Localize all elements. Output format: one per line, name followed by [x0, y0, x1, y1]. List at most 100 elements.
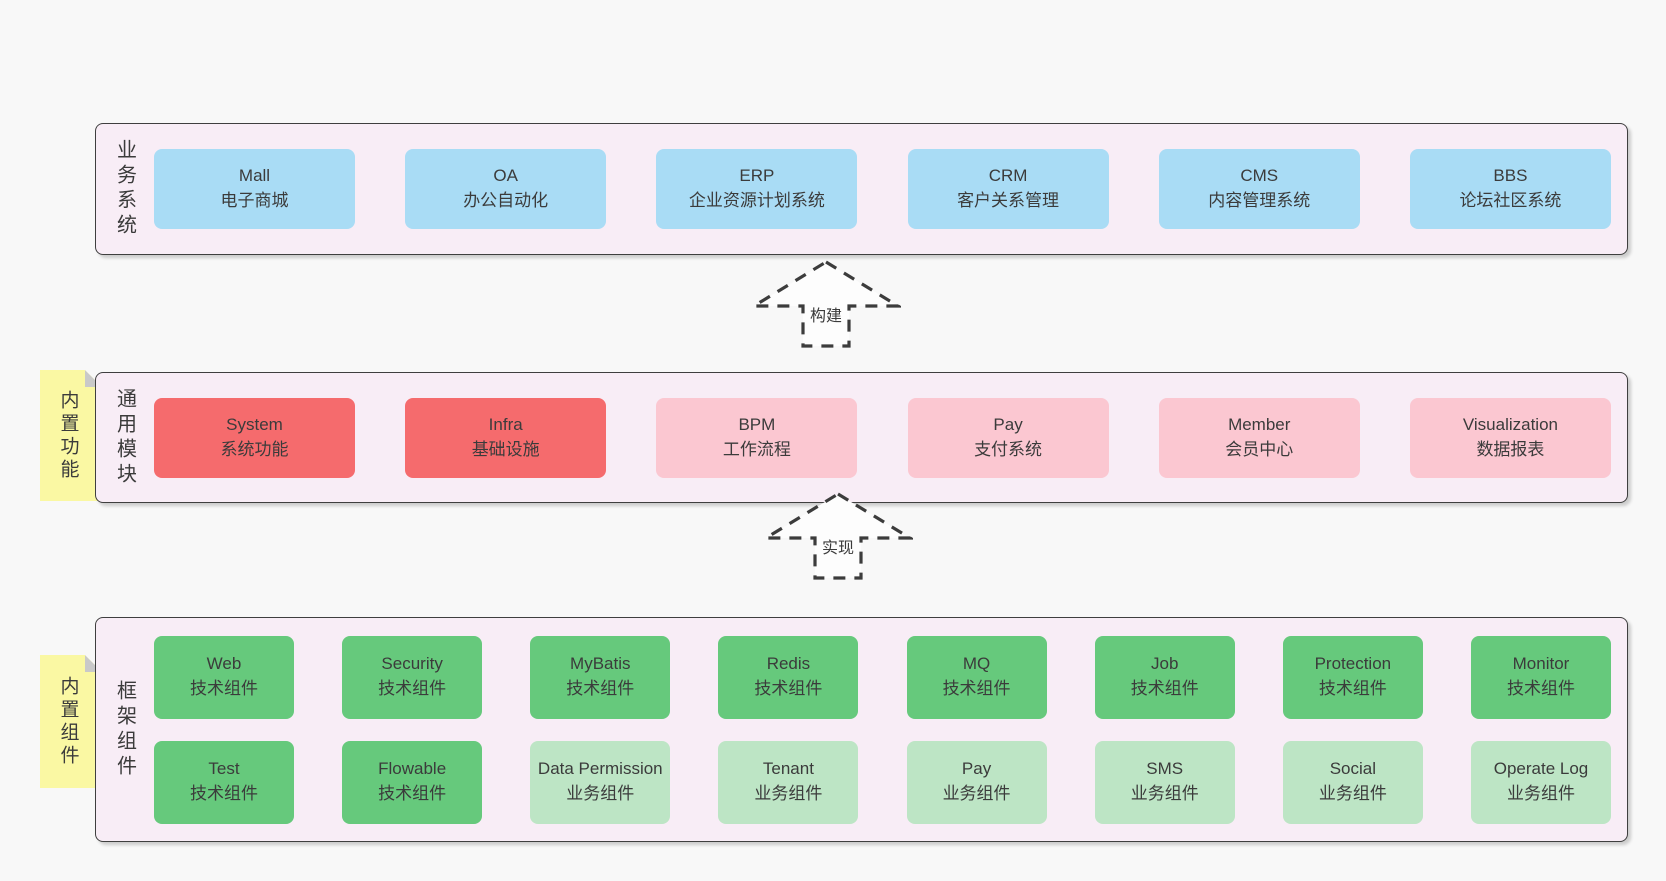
box-title: System: [226, 414, 283, 434]
box-subtitle: 办公自动化: [463, 191, 549, 210]
box-title: Pay: [993, 414, 1023, 434]
box-subtitle: 业务组件: [754, 784, 823, 803]
box-subtitle: 业务组件: [942, 784, 1011, 803]
box-title: Member: [1228, 414, 1291, 434]
box-subtitle: 企业资源计划系统: [688, 191, 825, 210]
box-title: CRM: [988, 166, 1028, 186]
box-subtitle: 技术组件: [378, 784, 447, 803]
box-subtitle: 业务组件: [566, 784, 635, 803]
box-flowable: Flowable 技术组件: [342, 740, 483, 824]
box-title: SMS: [1146, 759, 1184, 779]
box-social: Social 业务组件: [1282, 740, 1423, 824]
box-subtitle: 论坛社区系统: [1459, 191, 1562, 210]
box-mq: MQ 技术组件: [906, 635, 1047, 719]
box-title: Operate Log: [1493, 759, 1589, 779]
box-row: Test 技术组件 Flowable 技术组件 Data Permission …: [154, 740, 1611, 824]
box-redis: Redis 技术组件: [718, 635, 859, 719]
box-title: Visualization: [1462, 414, 1558, 434]
box-subtitle: 技术组件: [754, 679, 823, 698]
box-pay-business: Pay 业务组件: [906, 740, 1047, 824]
box-subtitle: 基础设施: [471, 439, 540, 459]
sticky-label: 内置组件: [57, 675, 79, 768]
arrow-label: 构建: [810, 307, 842, 325]
box-web: Web 技术组件: [154, 635, 294, 719]
box-subtitle: 业务组件: [1506, 784, 1575, 803]
panel-side-label: 业务系统: [113, 139, 136, 239]
box-title: Mall: [238, 166, 271, 186]
box-security: Security 技术组件: [342, 635, 483, 719]
box-subtitle: 会员中心: [1225, 439, 1294, 459]
box-sms: SMS 业务组件: [1094, 740, 1235, 824]
box-subtitle: 技术组件: [942, 679, 1011, 698]
box-subtitle: 技术组件: [190, 679, 258, 698]
box-title: Flowable: [378, 759, 447, 779]
box-row: Web 技术组件 Security 技术组件 MyBatis 技术组件 Redi…: [154, 635, 1611, 719]
panel-side-label: 通用模块: [113, 387, 136, 488]
box-operate-log: Operate Log 业务组件: [1470, 740, 1611, 824]
box-title: Pay: [961, 759, 992, 779]
box-monitor: Monitor 技术组件: [1470, 635, 1611, 719]
box-subtitle: 业务组件: [1130, 784, 1199, 803]
box-infra: Infra 基础设施: [405, 397, 607, 478]
box-test: Test 技术组件: [154, 740, 294, 824]
box-bbs: BBS 论坛社区系统: [1409, 149, 1611, 229]
box-title: BBS: [1493, 166, 1528, 186]
build-arrow-icon: 构建: [751, 260, 901, 348]
box-bpm: BPM 工作流程: [656, 397, 858, 478]
box-subtitle: 客户关系管理: [957, 191, 1060, 210]
box-title: Test: [208, 759, 240, 779]
implement-arrow-icon: 实现: [763, 492, 913, 580]
box-cms: CMS 内容管理系统: [1158, 149, 1360, 229]
box-title: Redis: [766, 654, 811, 674]
box-row: Mall 电子商城 OA 办公自动化 ERP 企业资源计划系统 CRM 客户关系…: [154, 149, 1611, 229]
box-title: Social: [1329, 759, 1376, 779]
box-subtitle: 工作流程: [722, 439, 791, 459]
box-title: OA: [493, 166, 518, 186]
box-subtitle: 技术组件: [1130, 679, 1199, 698]
box-system: System 系统功能: [154, 397, 355, 478]
box-row: System 系统功能 Infra 基础设施 BPM 工作流程 Pay 支付系统…: [154, 397, 1611, 478]
panel-framework-components: 框架组件 Web 技术组件 Security 技术组件 MyBatis 技术组件…: [95, 617, 1628, 842]
box-rows: System 系统功能 Infra 基础设施 BPM 工作流程 Pay 支付系统…: [154, 373, 1611, 502]
box-data-permission: Data Permission 业务组件: [530, 740, 671, 824]
box-mybatis: MyBatis 技术组件: [530, 635, 671, 719]
box-subtitle: 技术组件: [566, 679, 635, 698]
box-subtitle: 系统功能: [220, 439, 289, 459]
sticky-label: 内置功能: [57, 389, 79, 482]
box-title: Monitor: [1512, 654, 1570, 674]
box-subtitle: 电子商城: [220, 191, 289, 210]
box-subtitle: 数据报表: [1476, 439, 1545, 459]
box-protection: Protection 技术组件: [1282, 635, 1423, 719]
box-title: Security: [381, 654, 443, 674]
sticky-note-builtin-components: 内置组件: [40, 655, 102, 788]
box-subtitle: 技术组件: [190, 784, 258, 803]
panel-common-modules: 通用模块 System 系统功能 Infra 基础设施 BPM 工作流程 Pay…: [95, 372, 1628, 503]
box-erp: ERP 企业资源计划系统: [656, 149, 858, 229]
box-title: BPM: [738, 414, 776, 434]
box-oa: OA 办公自动化: [405, 149, 607, 229]
box-title: MyBatis: [570, 654, 631, 674]
box-title: Job: [1150, 654, 1179, 674]
box-tenant: Tenant 业务组件: [718, 740, 859, 824]
box-subtitle: 支付系统: [974, 439, 1043, 459]
box-rows: Mall 电子商城 OA 办公自动化 ERP 企业资源计划系统 CRM 客户关系…: [154, 124, 1611, 254]
box-subtitle: 内容管理系统: [1208, 191, 1311, 210]
box-subtitle: 技术组件: [1506, 679, 1575, 698]
panel-business-systems: 业务系统 Mall 电子商城 OA 办公自动化 ERP 企业资源计划系统 CRM…: [95, 123, 1628, 255]
box-title: CMS: [1240, 166, 1279, 186]
box-title: Tenant: [762, 759, 814, 779]
box-subtitle: 技术组件: [378, 679, 447, 698]
arrow-label: 实现: [822, 539, 854, 557]
box-title: ERP: [739, 166, 775, 186]
box-subtitle: 技术组件: [1318, 679, 1387, 698]
box-title: MQ: [962, 654, 991, 674]
box-title: Web: [206, 654, 242, 674]
box-rows: Web 技术组件 Security 技术组件 MyBatis 技术组件 Redi…: [154, 618, 1611, 841]
box-job: Job 技术组件: [1094, 635, 1235, 719]
box-visualization: Visualization 数据报表: [1409, 397, 1611, 478]
box-title: Protection: [1314, 654, 1392, 674]
box-mall: Mall 电子商城: [154, 149, 355, 229]
box-title: Data Permission: [537, 759, 663, 779]
panel-side-label: 框架组件: [113, 679, 136, 780]
